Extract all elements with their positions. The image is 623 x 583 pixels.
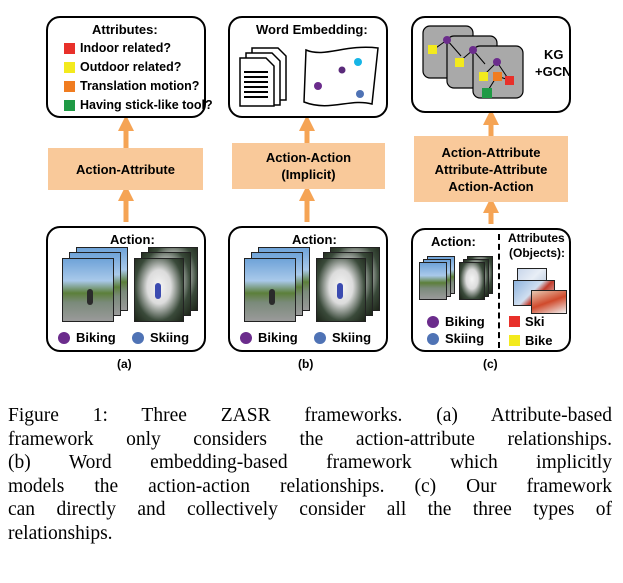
- attribute-color-orange: [64, 81, 75, 92]
- kg-box: KG +GCN: [411, 16, 571, 113]
- kg-label-line1: KG: [544, 47, 564, 62]
- skiing-dot: [427, 332, 439, 345]
- biking-frame-front: [62, 258, 114, 322]
- arrows-layer: [117, 108, 500, 224]
- attribute-color-yellow: [64, 62, 75, 73]
- action-biking-b: Biking: [240, 330, 298, 345]
- ski-color-square: [509, 316, 520, 327]
- attribute-item: Outdoor related?: [64, 58, 213, 77]
- skiing-frame-front: [134, 258, 184, 322]
- action-box-b: Action: Biking Skiing: [228, 226, 388, 352]
- embedding-space-icon: [303, 46, 379, 107]
- action-skiing-a: Skiing: [132, 330, 189, 345]
- relation-label-c-2: Attribute-Attribute: [434, 161, 548, 177]
- relation-label-a: Action-Attribute: [76, 161, 175, 177]
- action-biking-a: Biking: [58, 330, 116, 345]
- relation-label-b-line2: (Implicit): [281, 167, 336, 182]
- action-box-a: Action: Biking Skiing: [46, 226, 206, 352]
- action-skiing-b: Skiing: [314, 330, 371, 345]
- attribute-color-red: [64, 43, 75, 54]
- caption-line: models the action-action relationships. …: [8, 475, 612, 497]
- action-title-a: Action:: [110, 232, 155, 247]
- attribute-list: Indoor related? Outdoor related? Transla…: [64, 39, 213, 115]
- action-title-c: Action:: [431, 234, 476, 249]
- biking-frame-front: [419, 262, 447, 300]
- attribute-item: Translation motion?: [64, 77, 213, 96]
- divider-dashed: [498, 234, 500, 348]
- attribute-item: Having stick-like tool?: [64, 96, 213, 115]
- biking-dot: [427, 315, 439, 328]
- action-attribute-box-c: Action: Attributes (Objects): Biking Ski…: [411, 228, 571, 352]
- skiing-dot: [132, 331, 144, 344]
- action-skiing-c: Skiing: [427, 331, 484, 346]
- relation-box-a: Action-Attribute: [48, 148, 203, 190]
- attribute-color-green: [64, 100, 75, 111]
- bike-color-square: [509, 335, 520, 346]
- caption-line: Figure 1: Three ZASR frameworks. (a) Att…: [8, 405, 612, 426]
- relation-label-c-1: Action-Attribute: [441, 144, 541, 160]
- panel-label-b: (b): [298, 357, 314, 371]
- attributes-title: Attributes:: [92, 22, 158, 37]
- figure-caption: Figure 1: Three ZASR frameworks. (a) Att…: [8, 404, 612, 545]
- caption-line: (b) Word embedding-based framework which…: [8, 452, 612, 473]
- panel-label-a: (a): [117, 357, 132, 371]
- skiing-frame-front: [316, 258, 366, 322]
- relation-box-b: Action-Action (Implicit): [232, 143, 385, 189]
- knowledge-graph-icon: [422, 25, 524, 99]
- object-image-front: [531, 290, 567, 314]
- attributes-title-c-line1: Attributes: [508, 231, 565, 245]
- attribute-item: Indoor related?: [64, 39, 213, 58]
- caption-line: relationships.: [8, 522, 113, 544]
- panel-label-c: (c): [483, 357, 498, 371]
- word-embedding-box: Word Embedding:: [228, 16, 388, 118]
- skiing-dot: [314, 331, 326, 344]
- action-biking-c: Biking: [427, 314, 485, 329]
- biking-frame-front: [244, 258, 296, 322]
- document-stack-icon: [239, 47, 287, 107]
- attributes-box: Attributes: Indoor related? Outdoor rela…: [46, 16, 213, 118]
- object-ski: Ski: [509, 314, 545, 329]
- biking-dot: [240, 331, 252, 344]
- biking-dot: [58, 331, 70, 344]
- word-embedding-title: Word Embedding:: [256, 22, 368, 37]
- relation-label-c-3: Action-Action: [448, 178, 534, 194]
- skiing-frame-front: [459, 262, 485, 300]
- action-title-b: Action:: [292, 232, 337, 247]
- relation-label-b-line1: Action-Action: [265, 150, 352, 165]
- kg-label-line2: +GCN: [535, 64, 572, 79]
- caption-line: can directly and collectively consider a…: [8, 499, 612, 520]
- relation-box-c: Action-Attribute Attribute-Attribute Act…: [414, 136, 568, 202]
- caption-line: framework only considers the action-attr…: [8, 428, 612, 450]
- object-bike: Bike: [509, 333, 552, 348]
- attributes-title-c-line2: (Objects):: [509, 246, 566, 260]
